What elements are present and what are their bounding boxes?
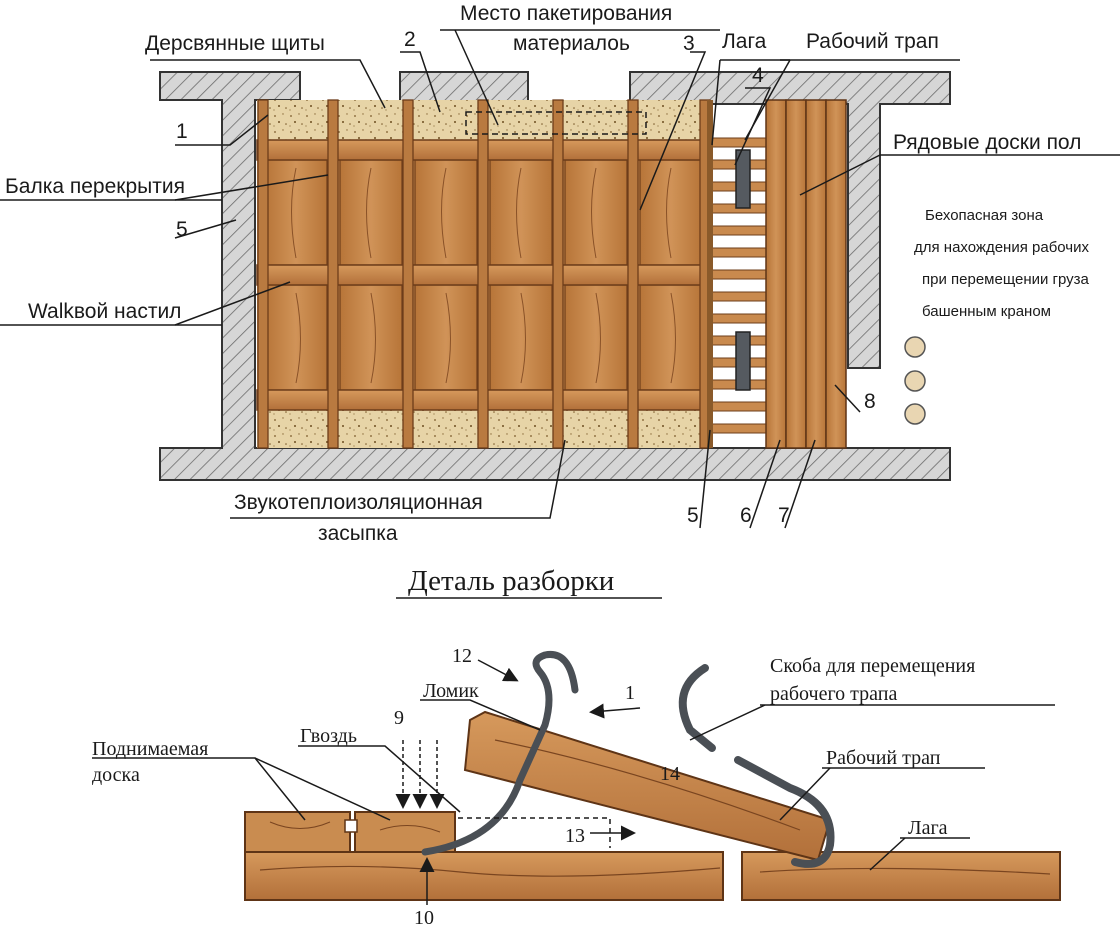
row-floor-boards	[765, 99, 847, 449]
detail-label-bracket-line2: рабочего трапа	[770, 683, 897, 705]
panel-board	[564, 284, 628, 391]
panel-board	[489, 159, 553, 266]
detail-floor-boards	[244, 811, 456, 853]
safe-zone-line4: башенным краном	[922, 303, 1051, 320]
vertical-beam	[627, 99, 639, 449]
ladder-rung	[709, 291, 769, 302]
panel-board	[414, 159, 478, 266]
panel-board	[414, 284, 478, 391]
safe-zone-line2: для нахождения рабочих	[914, 239, 1089, 256]
detail-label-lifted-board-line2: доска	[92, 764, 140, 786]
panel-board	[639, 159, 703, 266]
label-number-5-bottom: 5	[687, 504, 699, 527]
panel-grain	[366, 167, 376, 384]
safe-zone-line3: при перемещении груза	[922, 271, 1090, 288]
panel-grain	[291, 167, 301, 384]
label-work-ladder: Рабочий трап	[806, 30, 939, 53]
detail-label-nail: Гвоздь	[300, 725, 357, 747]
panel-board	[264, 284, 328, 391]
safe-zone-line1: Бехопасная зона	[925, 207, 1044, 224]
detail-label-number-13: 13	[565, 825, 585, 847]
detail-label-number-10: 10	[414, 907, 434, 928]
ladder-rung	[709, 313, 769, 324]
label-number-1: 1	[176, 120, 188, 143]
detail-label-work-ladder: Рабочий трап	[826, 747, 941, 769]
panel-board	[489, 284, 553, 391]
detail-label-joist: Лага	[908, 817, 948, 839]
label-insulation-line1: Звукотеплоизоляционная	[234, 491, 483, 514]
detail-label-number-9: 9	[394, 707, 404, 729]
ladder-rail	[707, 100, 713, 448]
label-floor-beam: Балка перекрытия	[5, 175, 185, 198]
vertical-beam	[257, 99, 269, 449]
label-number-4: 4	[752, 64, 764, 87]
label-walkway: Walkвой настил	[28, 300, 181, 323]
vertical-beam	[327, 99, 339, 449]
detail-label-lifted-board-line1: Поднимаемая	[92, 738, 208, 760]
label-number-6: 6	[740, 504, 752, 527]
label-number-5-left: 5	[176, 218, 188, 241]
panel-board	[339, 159, 403, 266]
panel-board	[564, 159, 628, 266]
label-packaging-line1: Место пакетирования	[460, 2, 672, 25]
ladder-rung	[709, 269, 769, 280]
panel-grain	[441, 167, 451, 384]
detail-label-bracket-line1: Скоба для перемещения	[770, 655, 975, 677]
crowbar	[421, 650, 579, 856]
label-wood-panels: Дерсвянные щиты	[145, 32, 325, 55]
row-board	[805, 99, 827, 449]
detail-title: Деталь разборки	[408, 565, 614, 597]
label-number-8: 8	[864, 390, 876, 413]
row-board	[785, 99, 807, 449]
vertical-beam	[402, 99, 414, 449]
label-insulation-line2: засыпка	[318, 522, 398, 545]
label-row-boards: Рядовые доски пол	[893, 131, 1081, 154]
label-joist: Лага	[722, 30, 767, 53]
nail-arrows	[92, 659, 1055, 905]
label-number-2: 2	[404, 28, 416, 51]
ladder-rung	[709, 225, 769, 236]
panel-grain	[591, 167, 601, 384]
bracket-upper	[678, 664, 716, 752]
detail-label-number-14: 14	[660, 763, 680, 785]
ladder-rung	[709, 423, 769, 434]
ladder-rung	[709, 401, 769, 412]
detail-label-number-1: 1	[625, 682, 635, 704]
panel-grain	[516, 167, 526, 384]
ladder-clamps	[735, 149, 751, 391]
label-number-3: 3	[683, 32, 695, 55]
panel-board	[339, 284, 403, 391]
label-packaging-line2: материалоь	[513, 32, 630, 55]
detail-label-number-12: 12	[452, 645, 472, 667]
vertical-beam	[552, 99, 564, 449]
panel-board	[639, 284, 703, 391]
row-board	[825, 99, 847, 449]
plan-leader-lines	[0, 29, 1120, 529]
ladder-rung	[709, 247, 769, 258]
row-board	[765, 99, 787, 449]
panel-grain	[666, 167, 676, 384]
label-number-7: 7	[778, 504, 790, 527]
ladder-rung	[709, 137, 769, 148]
panel-board	[264, 159, 328, 266]
detail-label-crowbar: Ломик	[423, 680, 479, 702]
safe-zone-markers	[904, 336, 926, 425]
detail-base-boards	[244, 851, 1061, 901]
vertical-beam	[477, 99, 489, 449]
